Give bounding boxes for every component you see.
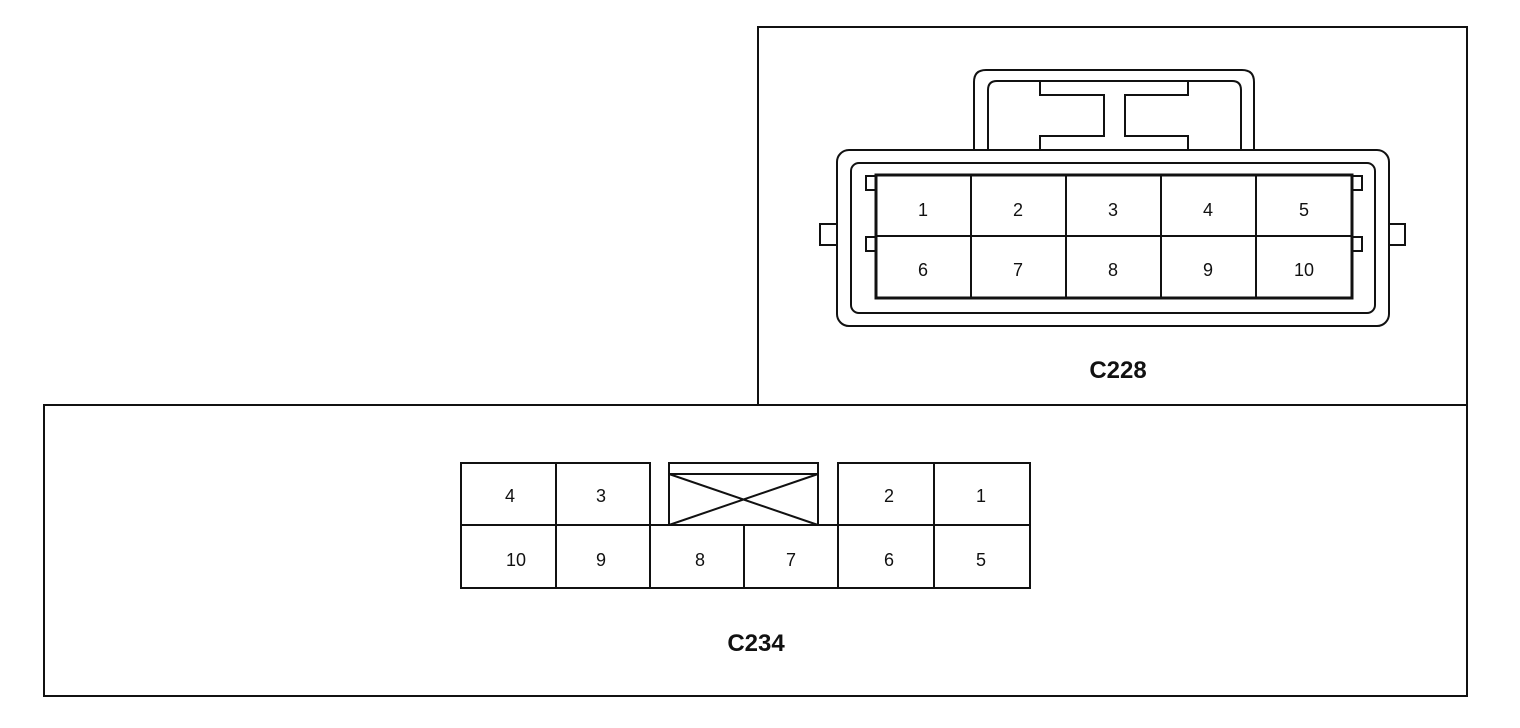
c228-label: C228 [1089, 357, 1146, 384]
c228-pin-5: 5 [1299, 200, 1309, 220]
c228-pin-8: 8 [1108, 260, 1118, 280]
c228-pins: 1 2 3 4 5 6 7 8 9 10 [918, 200, 1314, 280]
c234-pin-7: 7 [786, 550, 796, 570]
c234-pin-6: 6 [884, 550, 894, 570]
c234-pin-8: 8 [695, 550, 705, 570]
c228-pin-10: 10 [1294, 260, 1314, 280]
c228-pin-3: 3 [1108, 200, 1118, 220]
c234-connector-body [460, 462, 1031, 589]
c234-pin-10: 10 [506, 550, 526, 570]
c234-pin-2: 2 [884, 486, 894, 506]
c234-pin-1: 1 [976, 486, 986, 506]
c234-pin-9: 9 [596, 550, 606, 570]
c234-pin-4: 4 [505, 486, 515, 506]
c228-pin-9: 9 [1203, 260, 1213, 280]
c228-panel [757, 26, 1468, 405]
c234-pin-3: 3 [596, 486, 606, 506]
c234-panel [43, 404, 1468, 697]
c228-pin-1: 1 [918, 200, 928, 220]
c228-pin-7: 7 [1013, 260, 1023, 280]
c228-pin-6: 6 [918, 260, 928, 280]
c234-pins: 4 3 2 1 10 9 8 7 6 5 [505, 486, 986, 570]
c228-pin-4: 4 [1203, 200, 1213, 220]
c228-connector-body [819, 69, 1406, 327]
c234-label: C234 [727, 630, 785, 657]
c228-pin-2: 2 [1013, 200, 1023, 220]
c234-pin-5: 5 [976, 550, 986, 570]
